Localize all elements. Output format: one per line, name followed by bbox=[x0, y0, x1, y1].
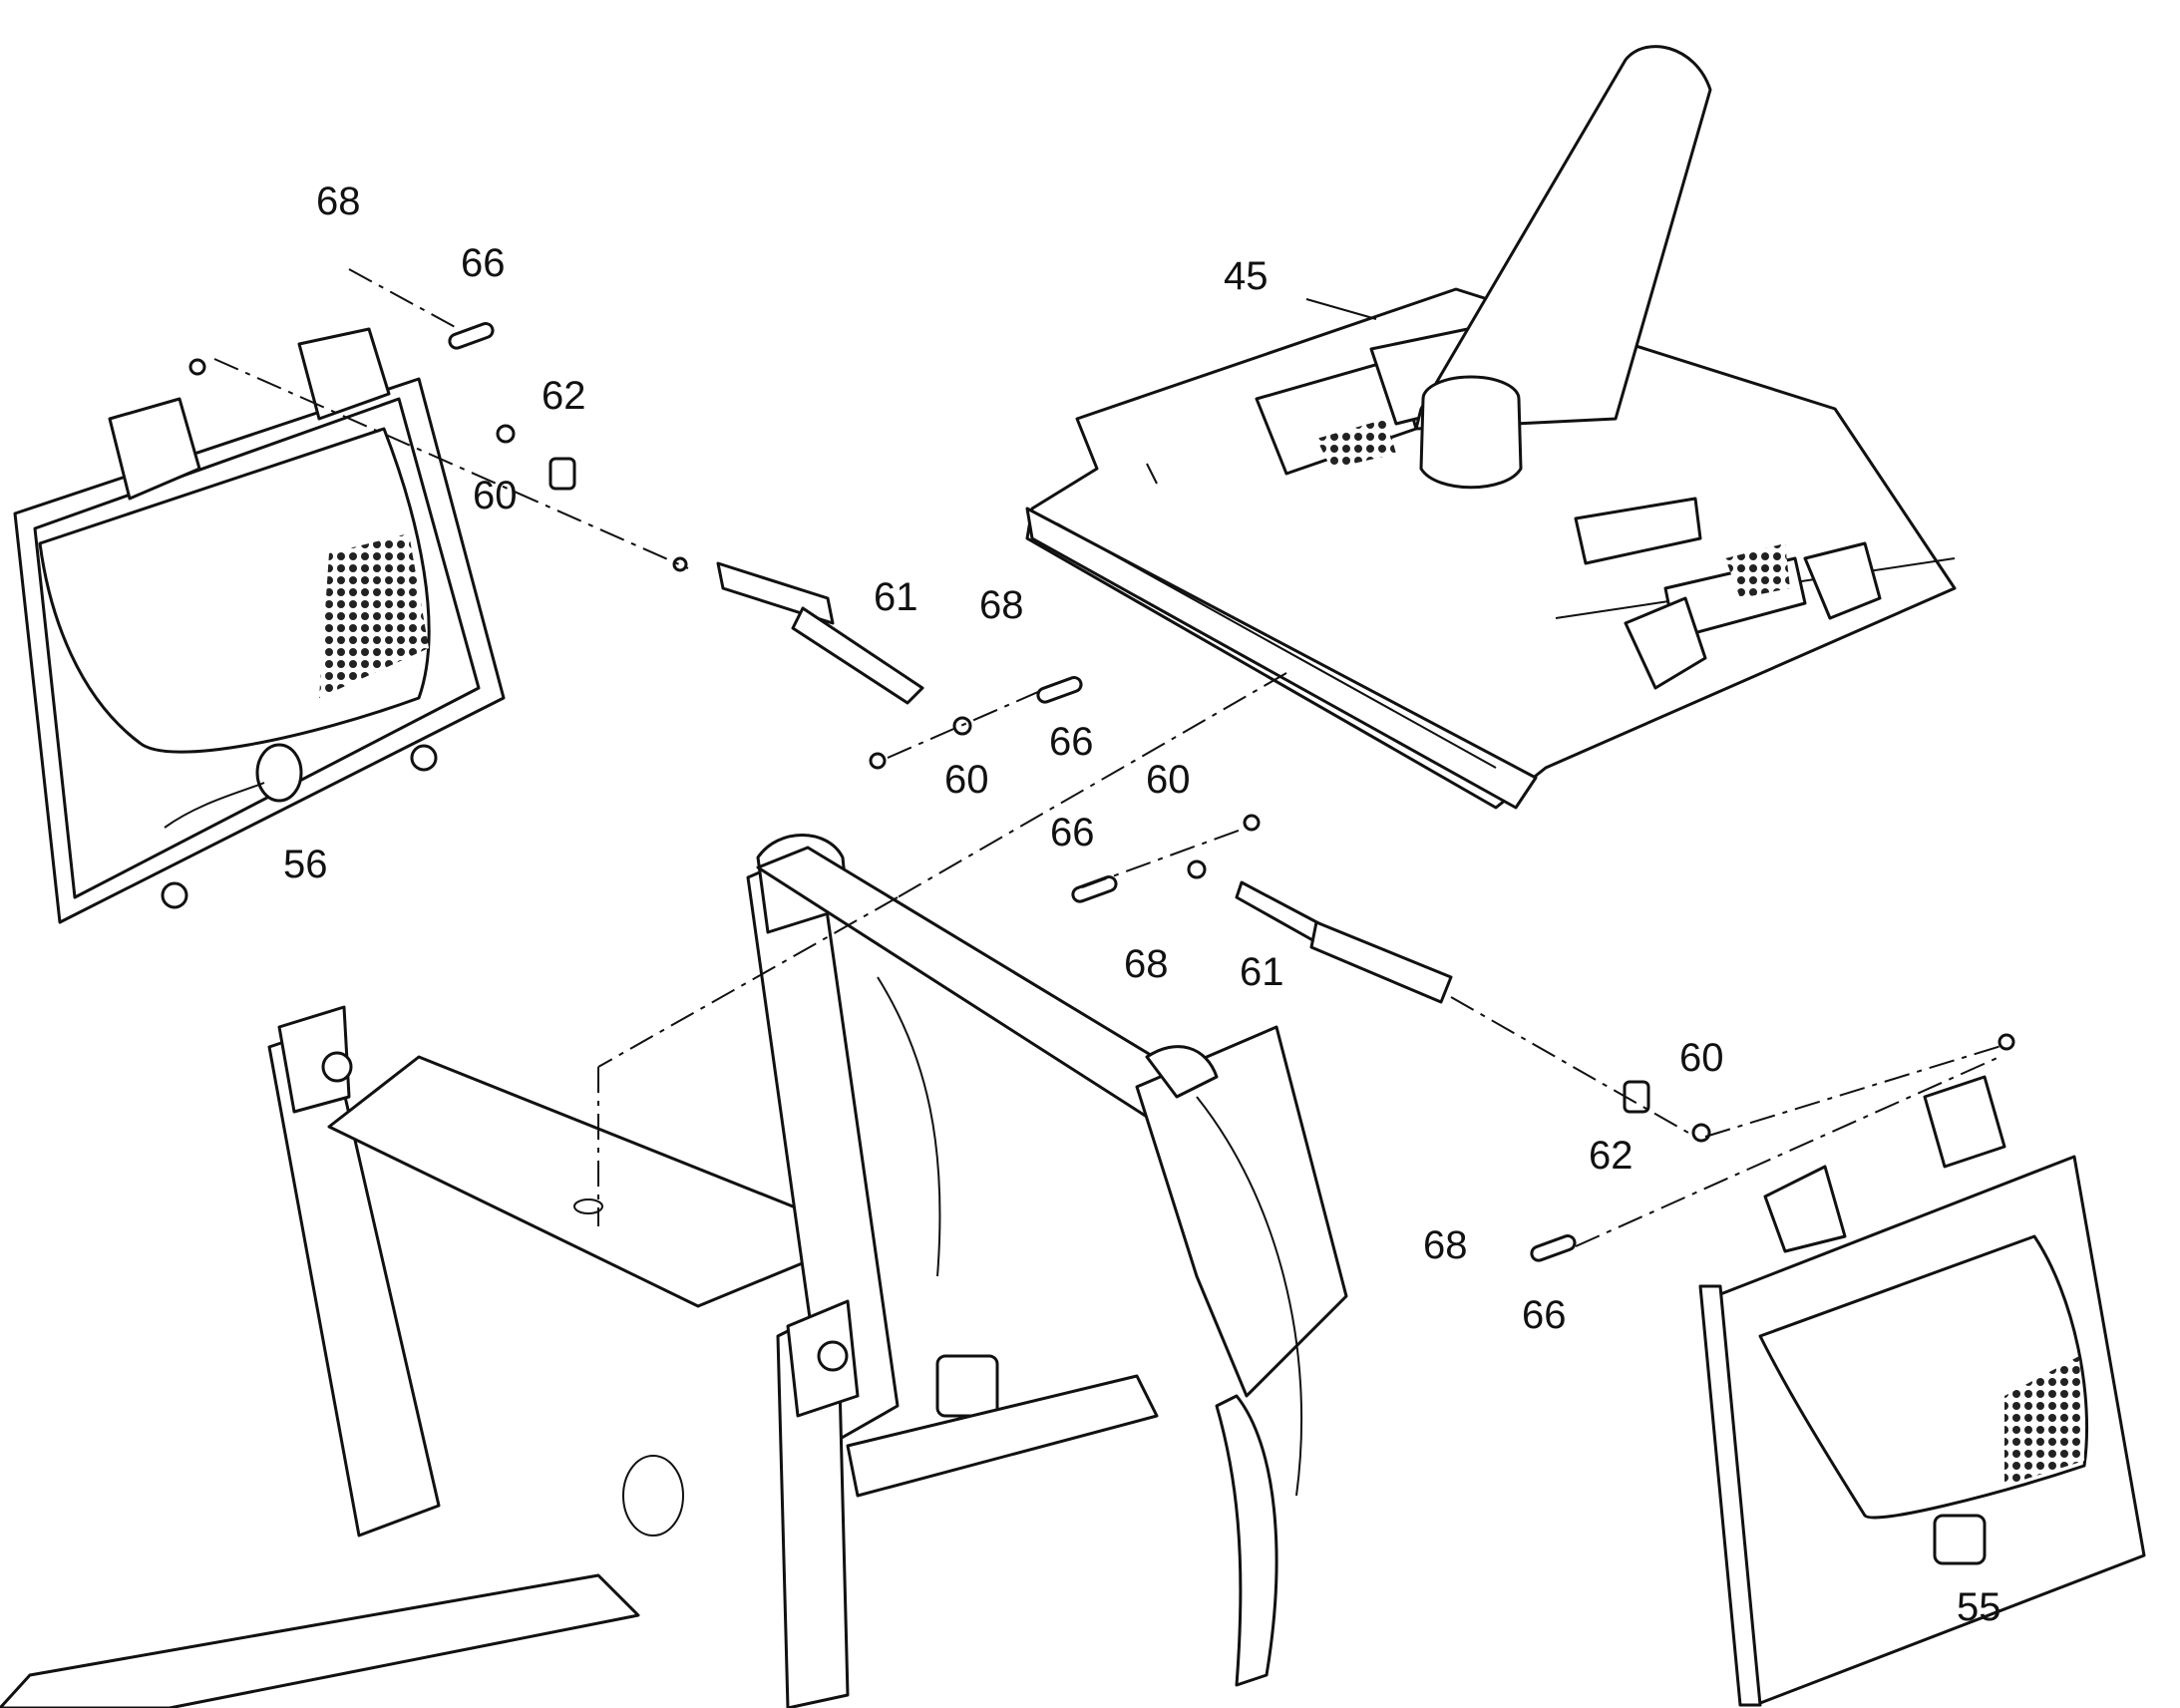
right-door-part-55 bbox=[1698, 1075, 2146, 1707]
callout-66-mid: 66 bbox=[1049, 720, 1094, 764]
callout-61-upper: 61 bbox=[874, 575, 918, 619]
exhaust-stack bbox=[1414, 45, 1712, 490]
callout-60-top: 60 bbox=[473, 474, 518, 517]
callout-66-top: 66 bbox=[461, 241, 506, 285]
callout-68-mid: 68 bbox=[979, 583, 1024, 627]
callout-66-mid2: 66 bbox=[1050, 811, 1095, 854]
callout-60-mid: 60 bbox=[944, 758, 989, 802]
callout-68-mid2: 68 bbox=[1124, 942, 1169, 986]
callout-55: 55 bbox=[1957, 1585, 2001, 1629]
leader-lines bbox=[213, 268, 2005, 1247]
callout-66-right: 66 bbox=[1522, 1293, 1567, 1337]
gas-strut-upper bbox=[716, 561, 924, 705]
callout-56: 56 bbox=[283, 843, 328, 886]
callout-68-top: 68 bbox=[316, 179, 361, 223]
callout-labels: 68 66 62 60 56 45 61 68 60 66 60 66 68 6… bbox=[283, 179, 2001, 1629]
callout-60-mid2: 60 bbox=[1146, 758, 1191, 802]
left-door-part-56 bbox=[13, 327, 506, 924]
callout-45: 45 bbox=[1224, 254, 1269, 298]
callout-62-top: 62 bbox=[542, 374, 586, 418]
pins-and-washers bbox=[188, 322, 2015, 1262]
roof-panel-part-45 bbox=[1025, 45, 1957, 810]
callout-68-right: 68 bbox=[1423, 1223, 1468, 1267]
callout-62-right: 62 bbox=[1589, 1134, 1634, 1178]
callout-60-right: 60 bbox=[1679, 1036, 1724, 1080]
gas-strut-lower bbox=[1235, 880, 1453, 1004]
callout-61-lower: 61 bbox=[1240, 950, 1284, 994]
